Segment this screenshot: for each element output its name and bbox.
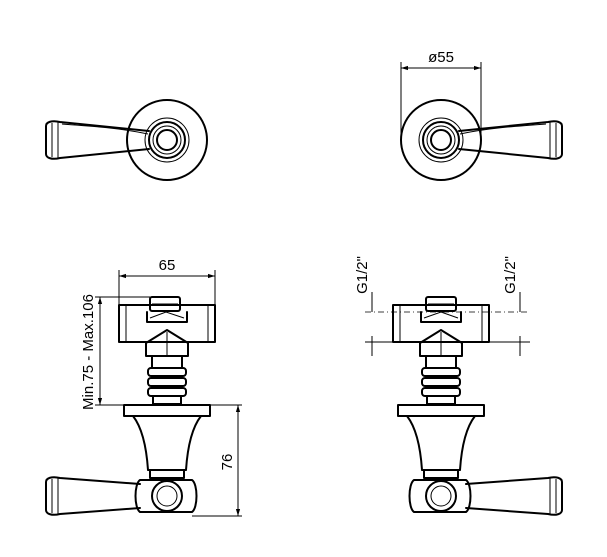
diameter-dimension: ø55 — [428, 49, 454, 66]
range-dimension: Min.75 - Max.106 — [80, 294, 97, 410]
front-view-right: G1/2" G1/2" — [354, 256, 563, 516]
width-dimension: 65 — [159, 257, 176, 274]
top-view-left — [45, 99, 208, 181]
front-view-left: 65 Min.75 - Max.106 76 — [45, 257, 242, 517]
top-view-right: ø55 — [400, 49, 563, 181]
thread-left-label: G1/2" — [354, 256, 371, 294]
thread-right-label: G1/2" — [502, 256, 519, 294]
height-dimension: 76 — [219, 454, 236, 471]
